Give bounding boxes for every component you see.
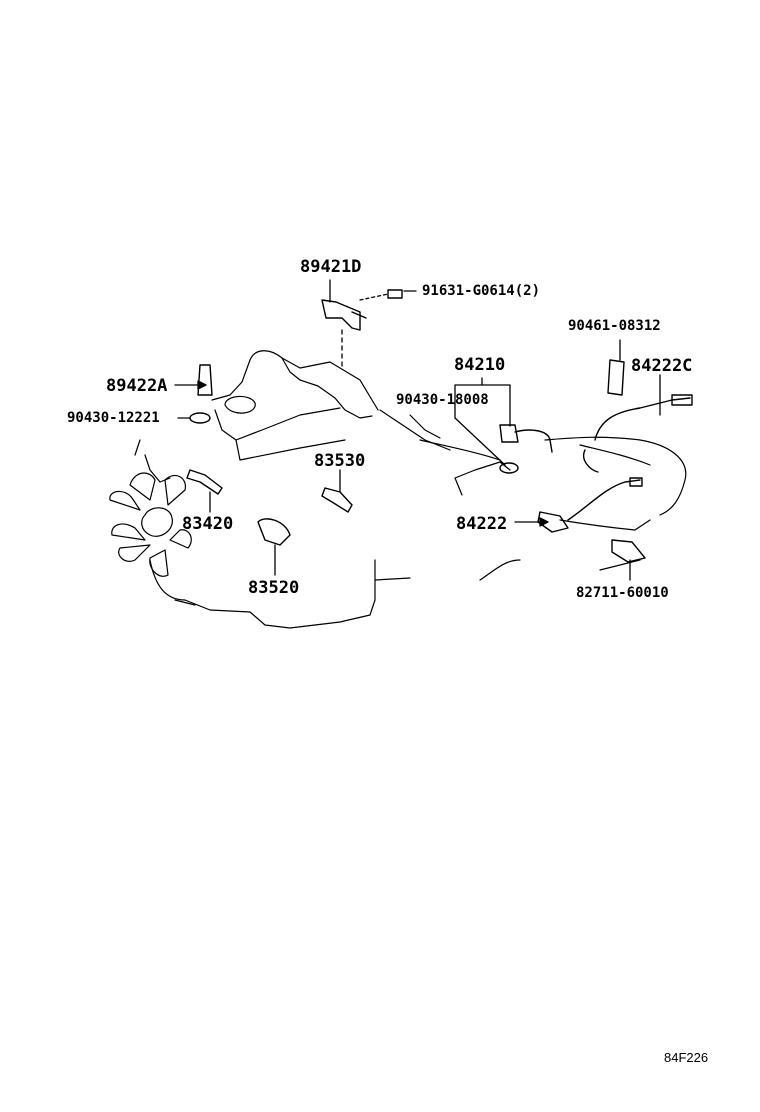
part-label-83530: 83530 (314, 451, 366, 471)
part-label-89422A: 89422A (106, 376, 168, 396)
engine-block-drawing (134, 350, 687, 629)
part-label-84210: 84210 (454, 355, 506, 375)
part-label-90430-18008: 90430-18008 (396, 392, 489, 408)
cooling-fan-drawing (109, 472, 192, 577)
part-label-82711-60010: 82711-60010 (576, 585, 669, 601)
part-label-90430-12221: 90430-12221 (67, 410, 160, 426)
part-label-91631-G0614: 91631-G0614(2) (422, 283, 541, 299)
part-label-84222C: 84222C (631, 356, 693, 376)
part-label-83520: 83520 (248, 578, 300, 598)
part-label-83420: 83420 (182, 514, 234, 534)
figure-reference: 84F226 (664, 1050, 709, 1065)
sensor-parts (186, 289, 693, 563)
part-label-84222: 84222 (456, 514, 508, 534)
leader-lines (174, 279, 661, 581)
part-label-89421D: 89421D (300, 257, 362, 277)
part-label-90461-08312: 90461-08312 (568, 318, 661, 334)
